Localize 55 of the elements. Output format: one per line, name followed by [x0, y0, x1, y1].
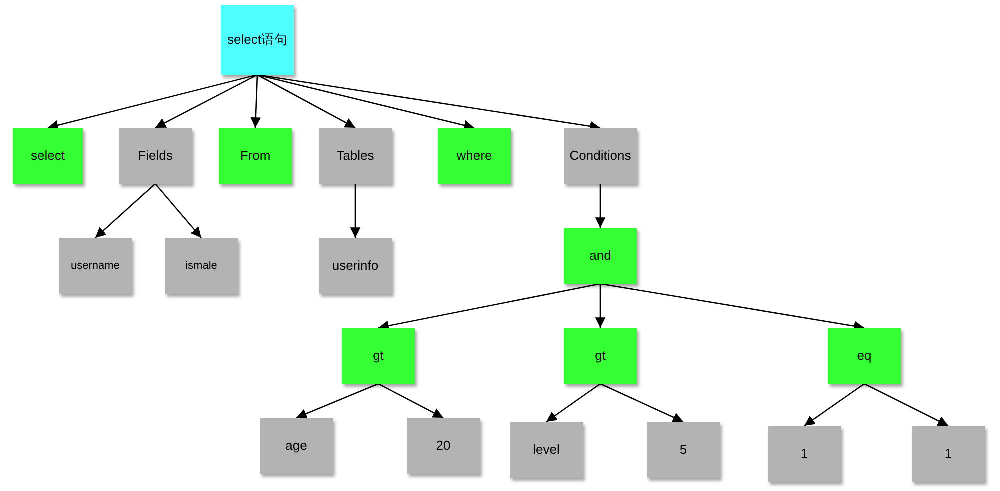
tree-node-box [260, 418, 333, 474]
node-label: Conditions [570, 147, 632, 166]
node-label: gt [595, 347, 606, 366]
node-label: select [31, 147, 65, 166]
arrow [48, 74, 258, 130]
tree-node-box [165, 238, 238, 294]
node-label: Fields [138, 147, 173, 166]
tree-node-box [912, 426, 985, 482]
tree-node-box [319, 238, 392, 294]
tree-node-box [119, 128, 192, 184]
arrow [546, 383, 601, 423]
node-label: gt [373, 347, 384, 366]
node-label: level [533, 441, 560, 460]
arrow [864, 383, 949, 427]
node-label: From [240, 147, 271, 166]
node-label: eq [857, 347, 872, 366]
arrow [378, 383, 444, 419]
node-label: userinfo [332, 257, 379, 276]
node-label: 20 [436, 437, 451, 456]
tree-node-box [510, 422, 583, 478]
arrow [155, 184, 202, 238]
tree-node-box [319, 128, 392, 184]
tree-node-box [221, 5, 294, 75]
tree-node-box [13, 128, 83, 184]
arrow [350, 184, 361, 238]
tree-node-box [564, 128, 637, 184]
tree-node-box [828, 328, 901, 384]
tree-node-box [647, 422, 720, 478]
tree-node-box [564, 228, 637, 284]
node-label: 5 [680, 441, 688, 460]
node-label: and [590, 247, 612, 266]
node-label: 1 [944, 445, 952, 464]
tree-node-box [59, 238, 132, 294]
arrow [595, 284, 606, 328]
tree-node-box [438, 128, 511, 184]
node-label: where [456, 147, 492, 166]
tree-node-box [768, 426, 841, 482]
arrow [257, 74, 356, 129]
arrow [600, 383, 684, 423]
tree-node-box [407, 418, 480, 474]
node-label: 1 [800, 445, 808, 464]
arrow [595, 184, 606, 228]
arrow [250, 74, 262, 128]
arrow [95, 184, 156, 238]
node-label: Tables [336, 147, 374, 166]
arrow [804, 383, 865, 427]
tree-node-box [219, 128, 292, 184]
tree-node-box [564, 328, 637, 384]
tree-node-box [342, 328, 415, 384]
node-label: username [71, 258, 120, 274]
node-label: ismale [186, 258, 218, 274]
node-label: select语句 [228, 31, 288, 50]
node-label: age [286, 437, 308, 456]
arrow [296, 383, 379, 419]
arrow [155, 74, 258, 129]
